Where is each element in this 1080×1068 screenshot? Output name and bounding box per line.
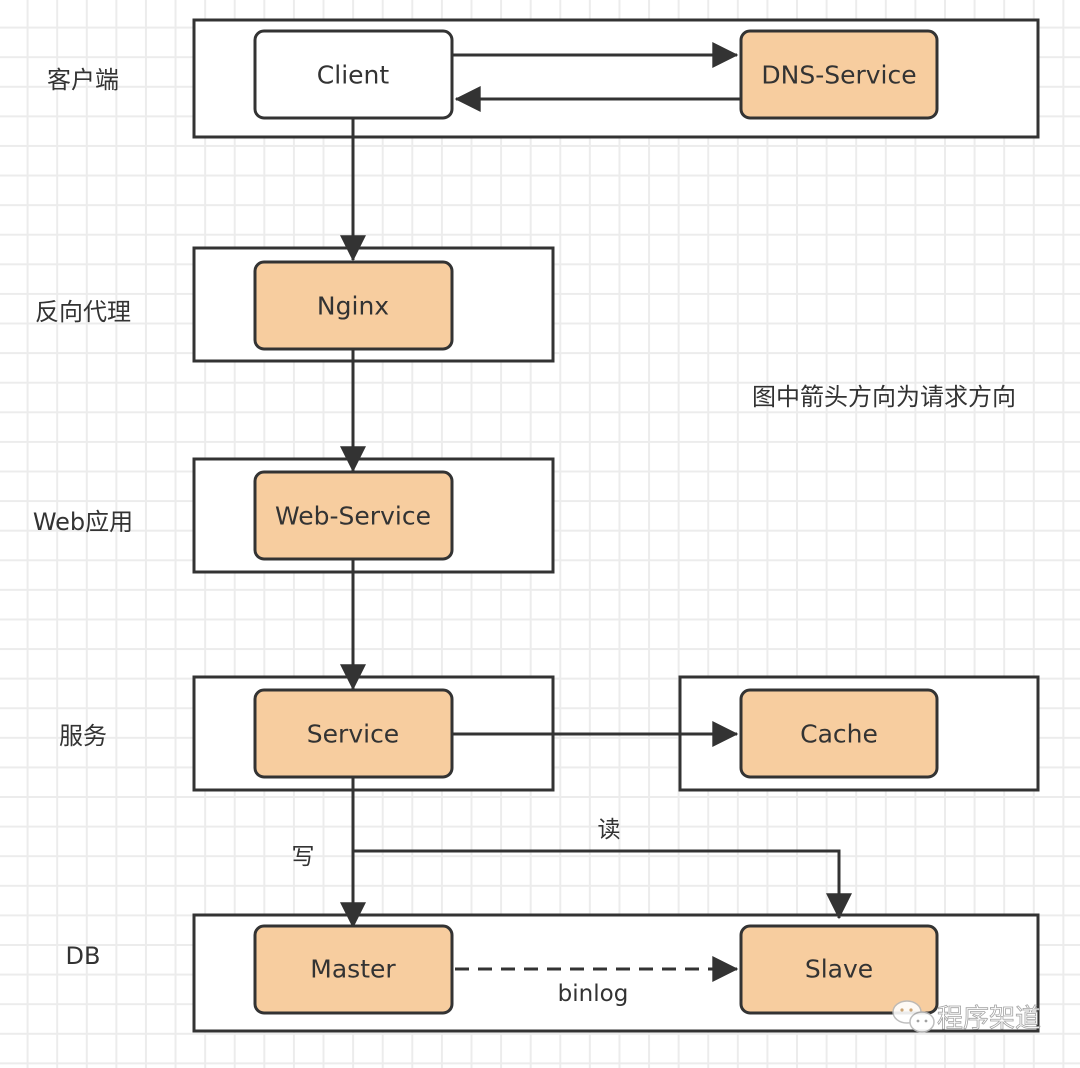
- node-dns-label: DNS-Service: [761, 61, 916, 90]
- lane-label-web: Web应用: [33, 508, 133, 536]
- node-cache[interactable]: Cache: [739, 688, 939, 779]
- edge-label-binlog: binlog: [558, 981, 629, 1007]
- lane-label-db: DB: [66, 942, 101, 970]
- node-service-label: Service: [307, 720, 399, 749]
- node-nginx-label: Nginx: [317, 292, 389, 321]
- node-service-box[interactable]: [253, 688, 454, 779]
- edge-service-to-slave: [353, 849, 852, 920]
- node-client[interactable]: Client: [253, 29, 454, 120]
- node-slave-box[interactable]: [739, 924, 939, 1015]
- lane-label-service: 服务: [59, 722, 107, 750]
- wechat-icon: [892, 1000, 935, 1033]
- node-webservice-label: Web-Service: [275, 502, 431, 531]
- edge-label-write: 写: [292, 844, 315, 870]
- node-dns[interactable]: DNS-Service: [739, 29, 939, 120]
- edge-label-read: 读: [598, 817, 621, 843]
- node-dns-box[interactable]: [739, 29, 939, 120]
- node-webservice-box[interactable]: [253, 470, 454, 561]
- node-client-box[interactable]: [253, 29, 454, 120]
- node-client-label: Client: [317, 61, 390, 90]
- lane-label-client: 客户端: [47, 66, 119, 94]
- node-webservice[interactable]: Web-Service: [253, 470, 454, 561]
- node-cache-box[interactable]: [739, 688, 939, 779]
- edges: 写 读 binlog: [292, 42, 852, 1007]
- node-service[interactable]: Service: [253, 688, 454, 779]
- watermark-text: 程序架道: [937, 1004, 1041, 1034]
- node-cache-label: Cache: [800, 720, 878, 749]
- lane-label-proxy: 反向代理: [35, 298, 131, 326]
- node-master[interactable]: Master: [253, 924, 454, 1015]
- node-slave-label: Slave: [805, 955, 873, 984]
- node-master-label: Master: [310, 955, 396, 984]
- node-slave[interactable]: Slave: [739, 924, 939, 1015]
- node-nginx[interactable]: Nginx: [253, 260, 454, 351]
- node-nginx-box[interactable]: [253, 260, 454, 351]
- diagram-note: 图中箭头方向为请求方向: [752, 383, 1016, 411]
- watermark: 程序架道: [892, 1000, 1041, 1034]
- node-master-box[interactable]: [253, 924, 454, 1015]
